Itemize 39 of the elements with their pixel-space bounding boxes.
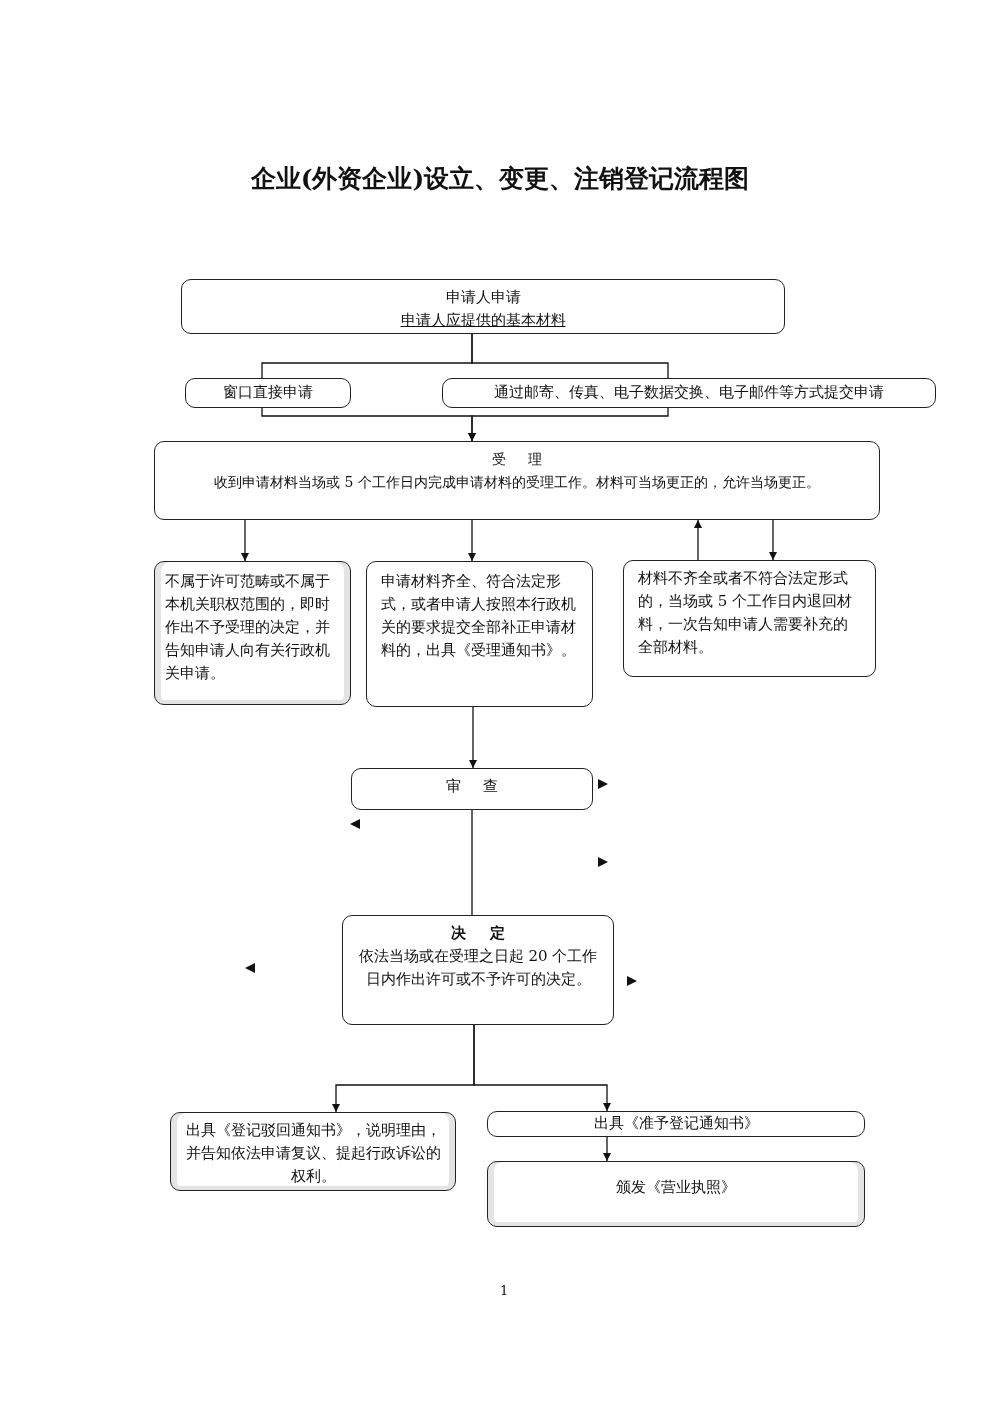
box-text: 出具《登记驳回通知书》，说明理由，并告知依法申请复议、提起行政诉讼的权利。 xyxy=(184,1120,442,1187)
box-heading: 决 定 xyxy=(450,923,506,944)
arrow xyxy=(694,519,702,561)
process-box xyxy=(366,561,593,707)
process-box xyxy=(181,279,785,334)
process-box xyxy=(154,441,880,520)
process-box xyxy=(487,1161,865,1227)
diagram-title: 企业(外资企业)设立、变更、注销登记流程图 xyxy=(249,163,751,195)
box-text: 通过邮寄、传真、电子数据交换、电子邮件等方式提交申请 xyxy=(493,383,885,402)
connector-line xyxy=(471,809,473,916)
process-box xyxy=(487,1111,865,1137)
box-heading: 申请人申请 xyxy=(444,287,522,308)
process-box xyxy=(351,768,593,810)
arrow xyxy=(473,1024,611,1112)
box-text: 颁发《营业执照》 xyxy=(615,1177,737,1198)
box-text: 出具《准予登记通知书》 xyxy=(592,1113,760,1134)
box-text: 申请材料齐全、符合法定形式，或者申请人按照本行政机关的要求提交全部补正申请材料的，出具《受理通知书》。 xyxy=(381,571,577,661)
process-box xyxy=(185,378,351,408)
box-text: 收到申请材料当场或 5 个工作日内完成申请材料的受理工作。材料可当场更正的，允许当场更正。 xyxy=(213,473,821,492)
arrow xyxy=(603,1136,611,1162)
box-heading: 受 理 xyxy=(491,450,543,469)
arrow xyxy=(769,519,777,561)
box-text: 申请人应提供的基本材料 xyxy=(399,310,567,331)
box-text: 审 查 xyxy=(444,776,500,797)
box-text: 不属于许可范畴或不属于本机关职权范围的，即时作出不予受理的决定，并告知申请人向有关行政机关申请。 xyxy=(165,571,331,684)
arrow xyxy=(468,519,476,562)
process-box xyxy=(154,561,351,705)
process-box xyxy=(442,378,936,408)
box-text: 材料不齐全或者不符合法定形式的，当场或 5 个工作日内退回材料，一次告知申请人需要补充的全部材料。 xyxy=(638,568,854,658)
box-text: 依法当场或在受理之日起 20 个工作日内作出许可或不予许可的决定。 xyxy=(357,946,599,990)
process-box xyxy=(170,1112,456,1191)
arrow xyxy=(241,519,249,562)
process-box xyxy=(342,915,614,1025)
process-box xyxy=(623,560,876,677)
box-text: 窗口直接申请 xyxy=(222,382,314,403)
arrow xyxy=(468,407,669,442)
arrow xyxy=(469,706,477,769)
page-number: 1 xyxy=(500,1283,509,1298)
connector-line xyxy=(471,333,669,379)
